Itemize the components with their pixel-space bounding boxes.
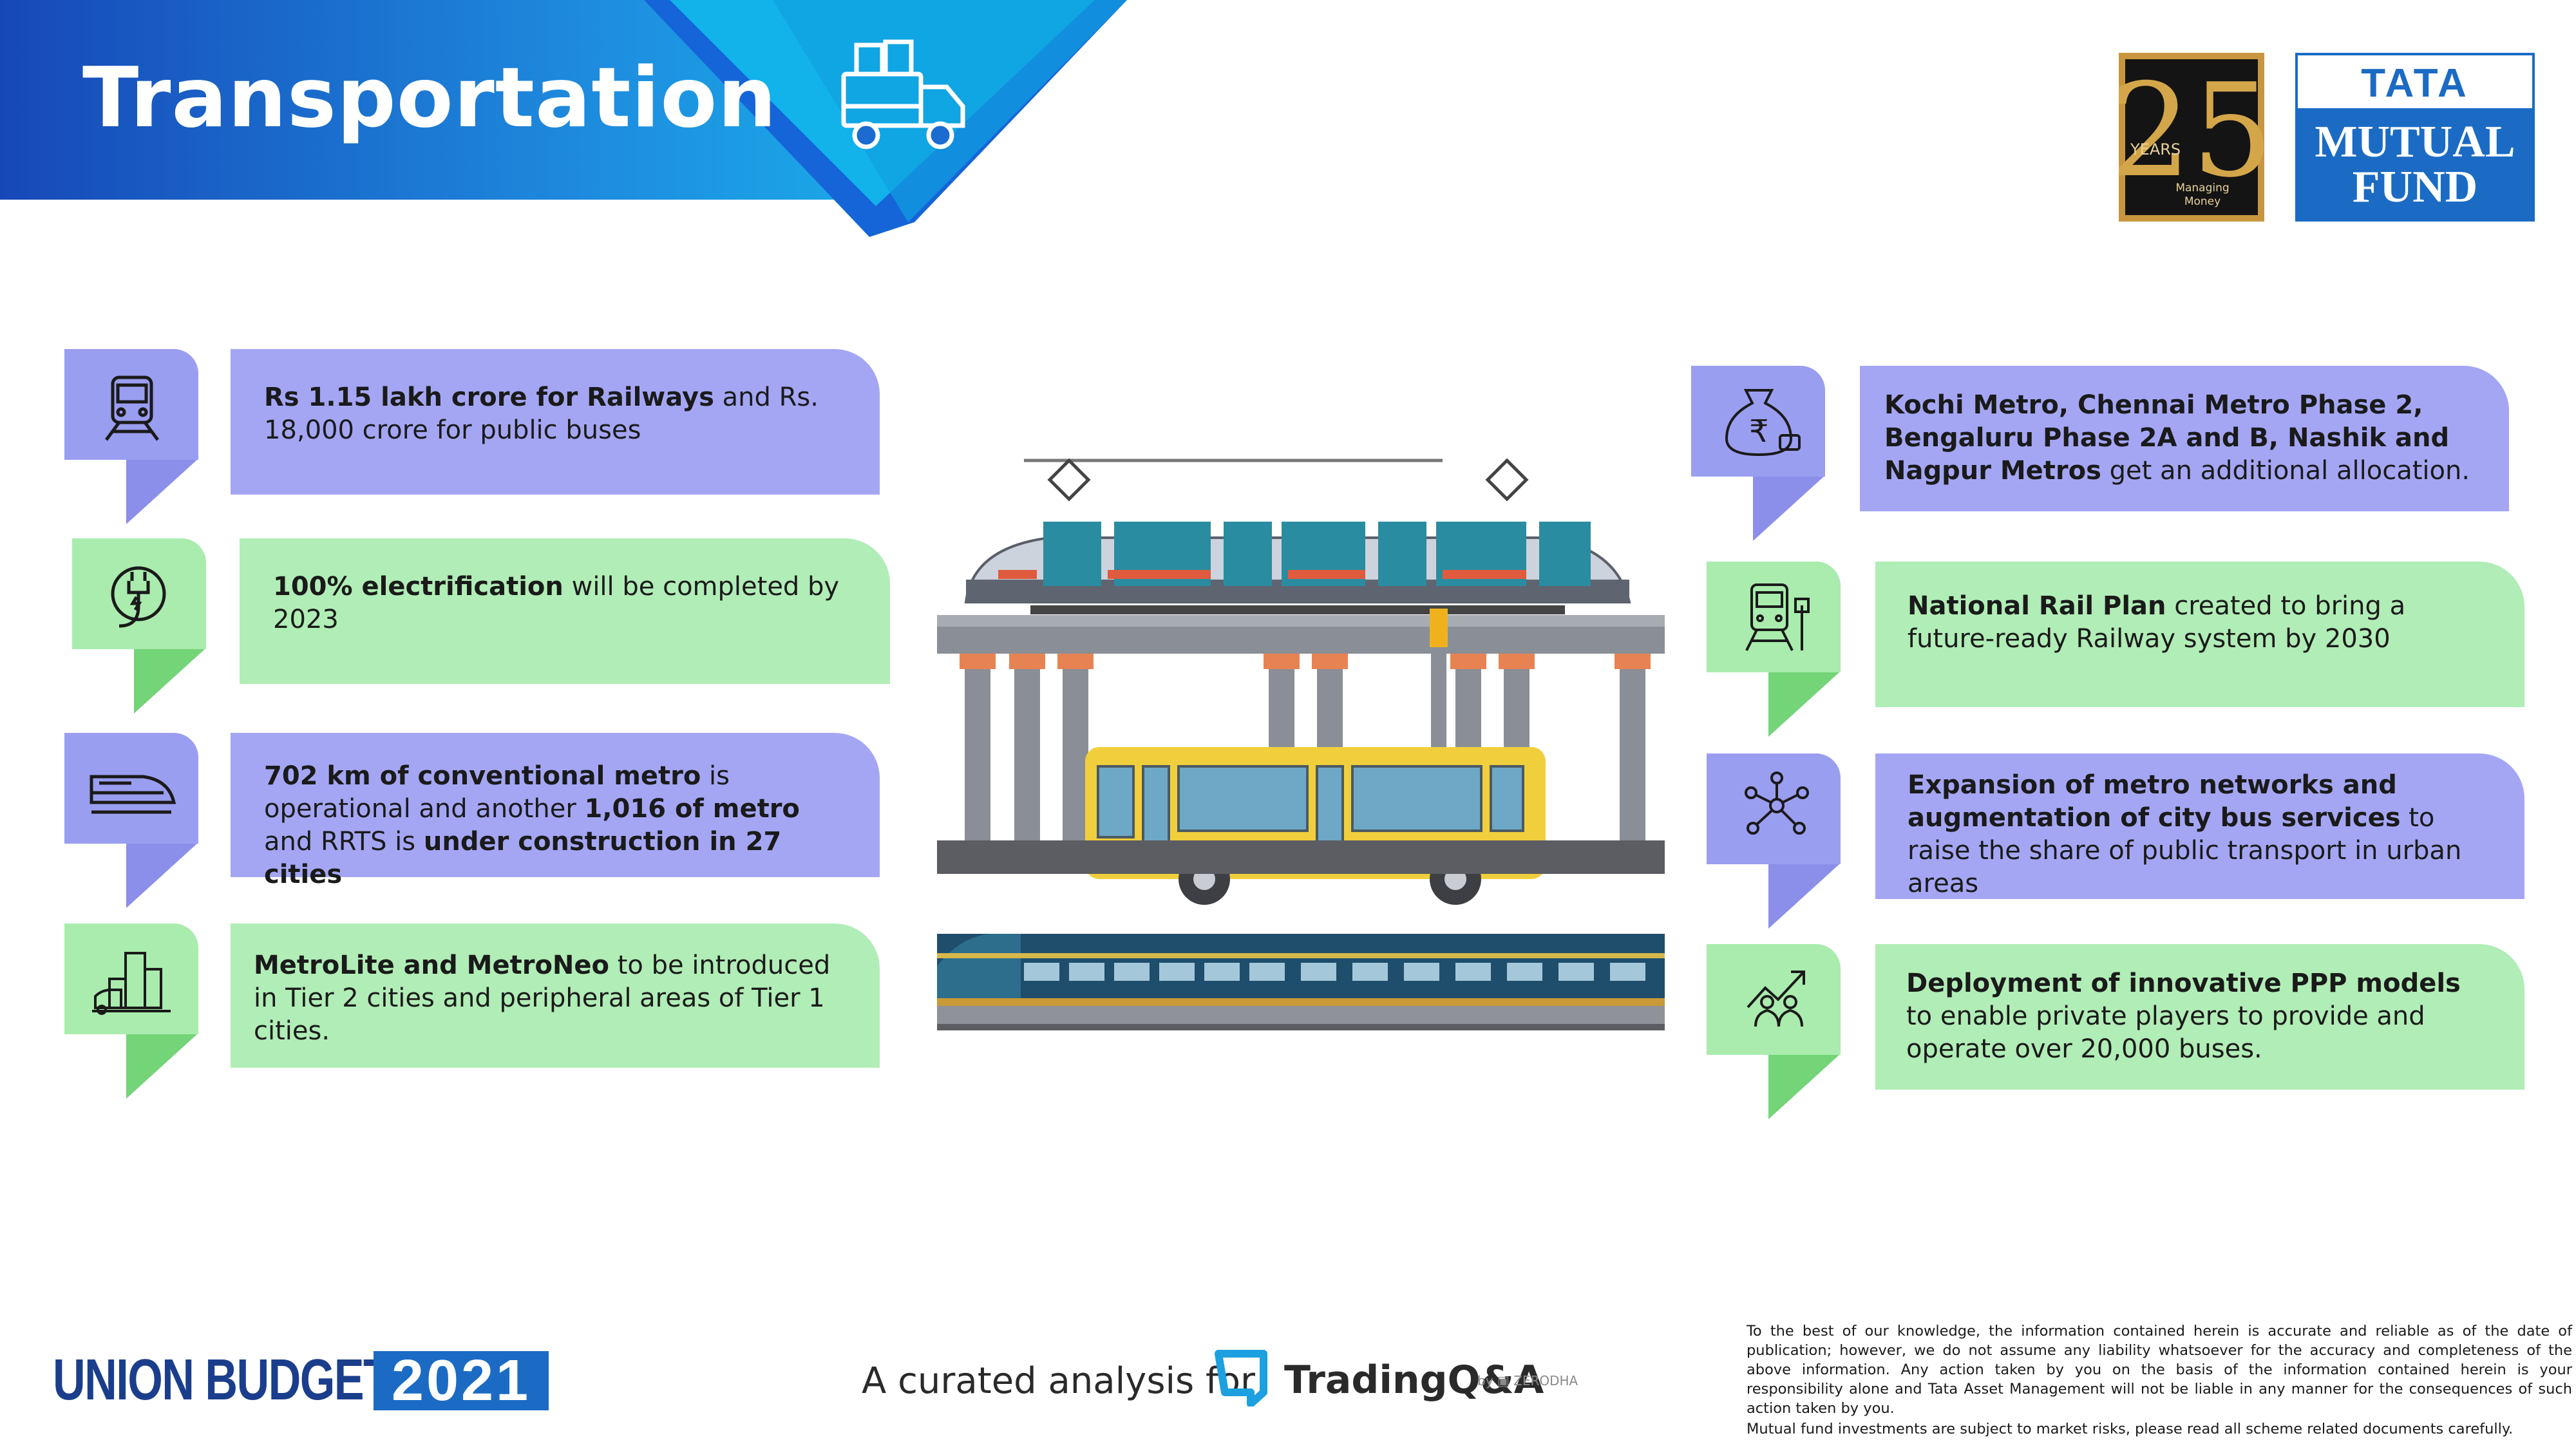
growth-chart-icon	[1747, 971, 1805, 1027]
page-title: Transportation	[82, 50, 777, 146]
svg-text:Managing: Managing	[2175, 182, 2229, 194]
bullet-train-icon	[90, 775, 176, 814]
union-budget-label: UNION BUDGET	[53, 1348, 391, 1412]
budget-year: 2021	[374, 1351, 549, 1410]
market-risk-notice: Mutual fund investments are subject to m…	[1747, 1421, 2514, 1437]
zerodha-credit: by ▣ ZERODHA	[1477, 1373, 1578, 1388]
tradingqa-wordmark[interactable]: TradingQ&A	[1284, 1358, 1544, 1403]
anniversary-number: 25	[2119, 56, 2264, 206]
header-banner	[0, 0, 1127, 237]
transport-illustration	[937, 458, 1665, 1030]
railway-signal-icon	[1745, 583, 1810, 651]
electric-plug-icon	[111, 566, 166, 628]
network-nodes-icon	[1745, 772, 1809, 835]
city-buildings-icon	[92, 952, 171, 1015]
curated-analysis-label: A curated analysis for	[862, 1360, 1256, 1402]
train-icon	[104, 375, 160, 441]
delivery-truck-icon	[841, 39, 965, 149]
svg-text:₹: ₹	[1749, 413, 1769, 450]
svg-text:Money: Money	[2184, 195, 2221, 208]
anniversary-years: YEARS	[2130, 140, 2181, 158]
money-bag-icon: ₹	[1725, 389, 1801, 457]
disclaimer-text: To the best of our knowledge, the inform…	[1747, 1323, 2572, 1417]
25-years-logo: 25 YEARS Managing Money	[2119, 53, 2264, 222]
tradingqa-logo-icon	[1215, 1350, 1267, 1406]
